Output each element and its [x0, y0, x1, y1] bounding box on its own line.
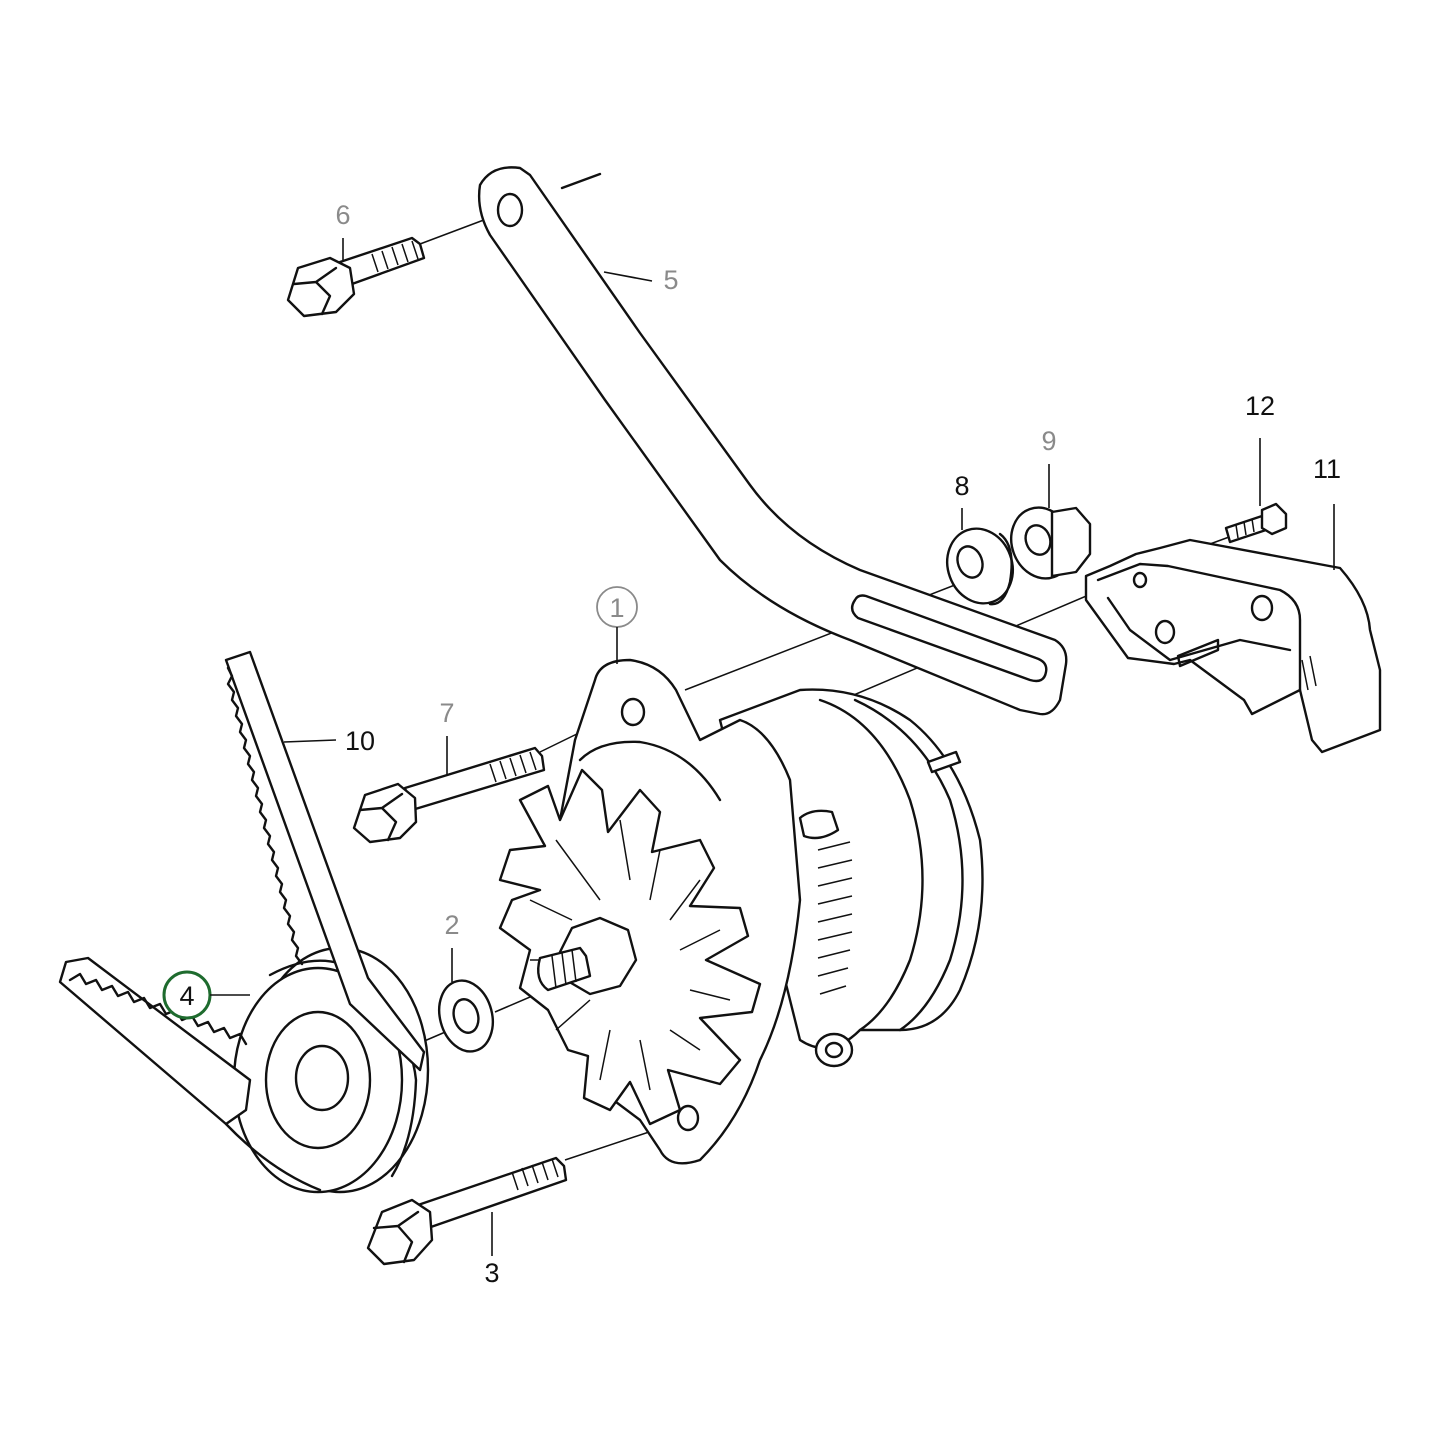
long-bolt-3 — [366, 1156, 568, 1266]
pulley-4 — [232, 946, 430, 1194]
callout-4-label: 4 — [179, 981, 194, 1011]
callout-1[interactable]: 1 — [596, 586, 638, 664]
callout-2-label: 2 — [444, 910, 459, 940]
flange-bolt-6 — [286, 236, 426, 318]
callout-10-label: 10 — [345, 726, 375, 756]
callout-3-label: 3 — [484, 1258, 499, 1288]
callout-12-label: 12 — [1245, 391, 1275, 421]
callout-10[interactable]: 10 — [283, 726, 375, 756]
callout-4[interactable]: 4 — [162, 970, 250, 1020]
long-bolt-7 — [352, 746, 546, 844]
callout-11-label: 11 — [1313, 454, 1341, 484]
callout-11[interactable]: 11 — [1313, 454, 1341, 570]
callout-8[interactable]: 8 — [954, 471, 970, 530]
washer-2 — [438, 979, 494, 1053]
callout-10-leader — [283, 739, 337, 743]
callout-9[interactable]: 9 — [1041, 426, 1057, 508]
cover-plate-11 — [1084, 538, 1382, 754]
alternator-1 — [498, 658, 984, 1165]
callout-2[interactable]: 2 — [444, 910, 460, 982]
callout-1-label: 1 — [609, 593, 624, 623]
drive-belt-10 — [58, 650, 426, 1192]
callout-5-label: 5 — [663, 265, 678, 295]
spacer-washer-8 — [946, 527, 1014, 606]
adjustment-bracket — [477, 166, 1068, 716]
callout-6-label: 6 — [335, 200, 350, 230]
callout-7-label: 7 — [439, 698, 454, 728]
screw-12 — [1224, 502, 1288, 544]
callout-12[interactable]: 12 — [1245, 391, 1275, 506]
callout-5-leader — [603, 271, 653, 282]
flange-nut-9 — [1010, 506, 1092, 580]
callout-9-label: 9 — [1041, 426, 1056, 456]
callout-7[interactable]: 7 — [439, 698, 455, 776]
callout-8-label: 8 — [954, 471, 969, 501]
callout-3[interactable]: 3 — [484, 1212, 500, 1288]
callouts: 1 2 3 4 5 6 7 — [162, 200, 1341, 1288]
callout-6[interactable]: 6 — [335, 200, 351, 262]
callout-5[interactable]: 5 — [603, 265, 679, 295]
